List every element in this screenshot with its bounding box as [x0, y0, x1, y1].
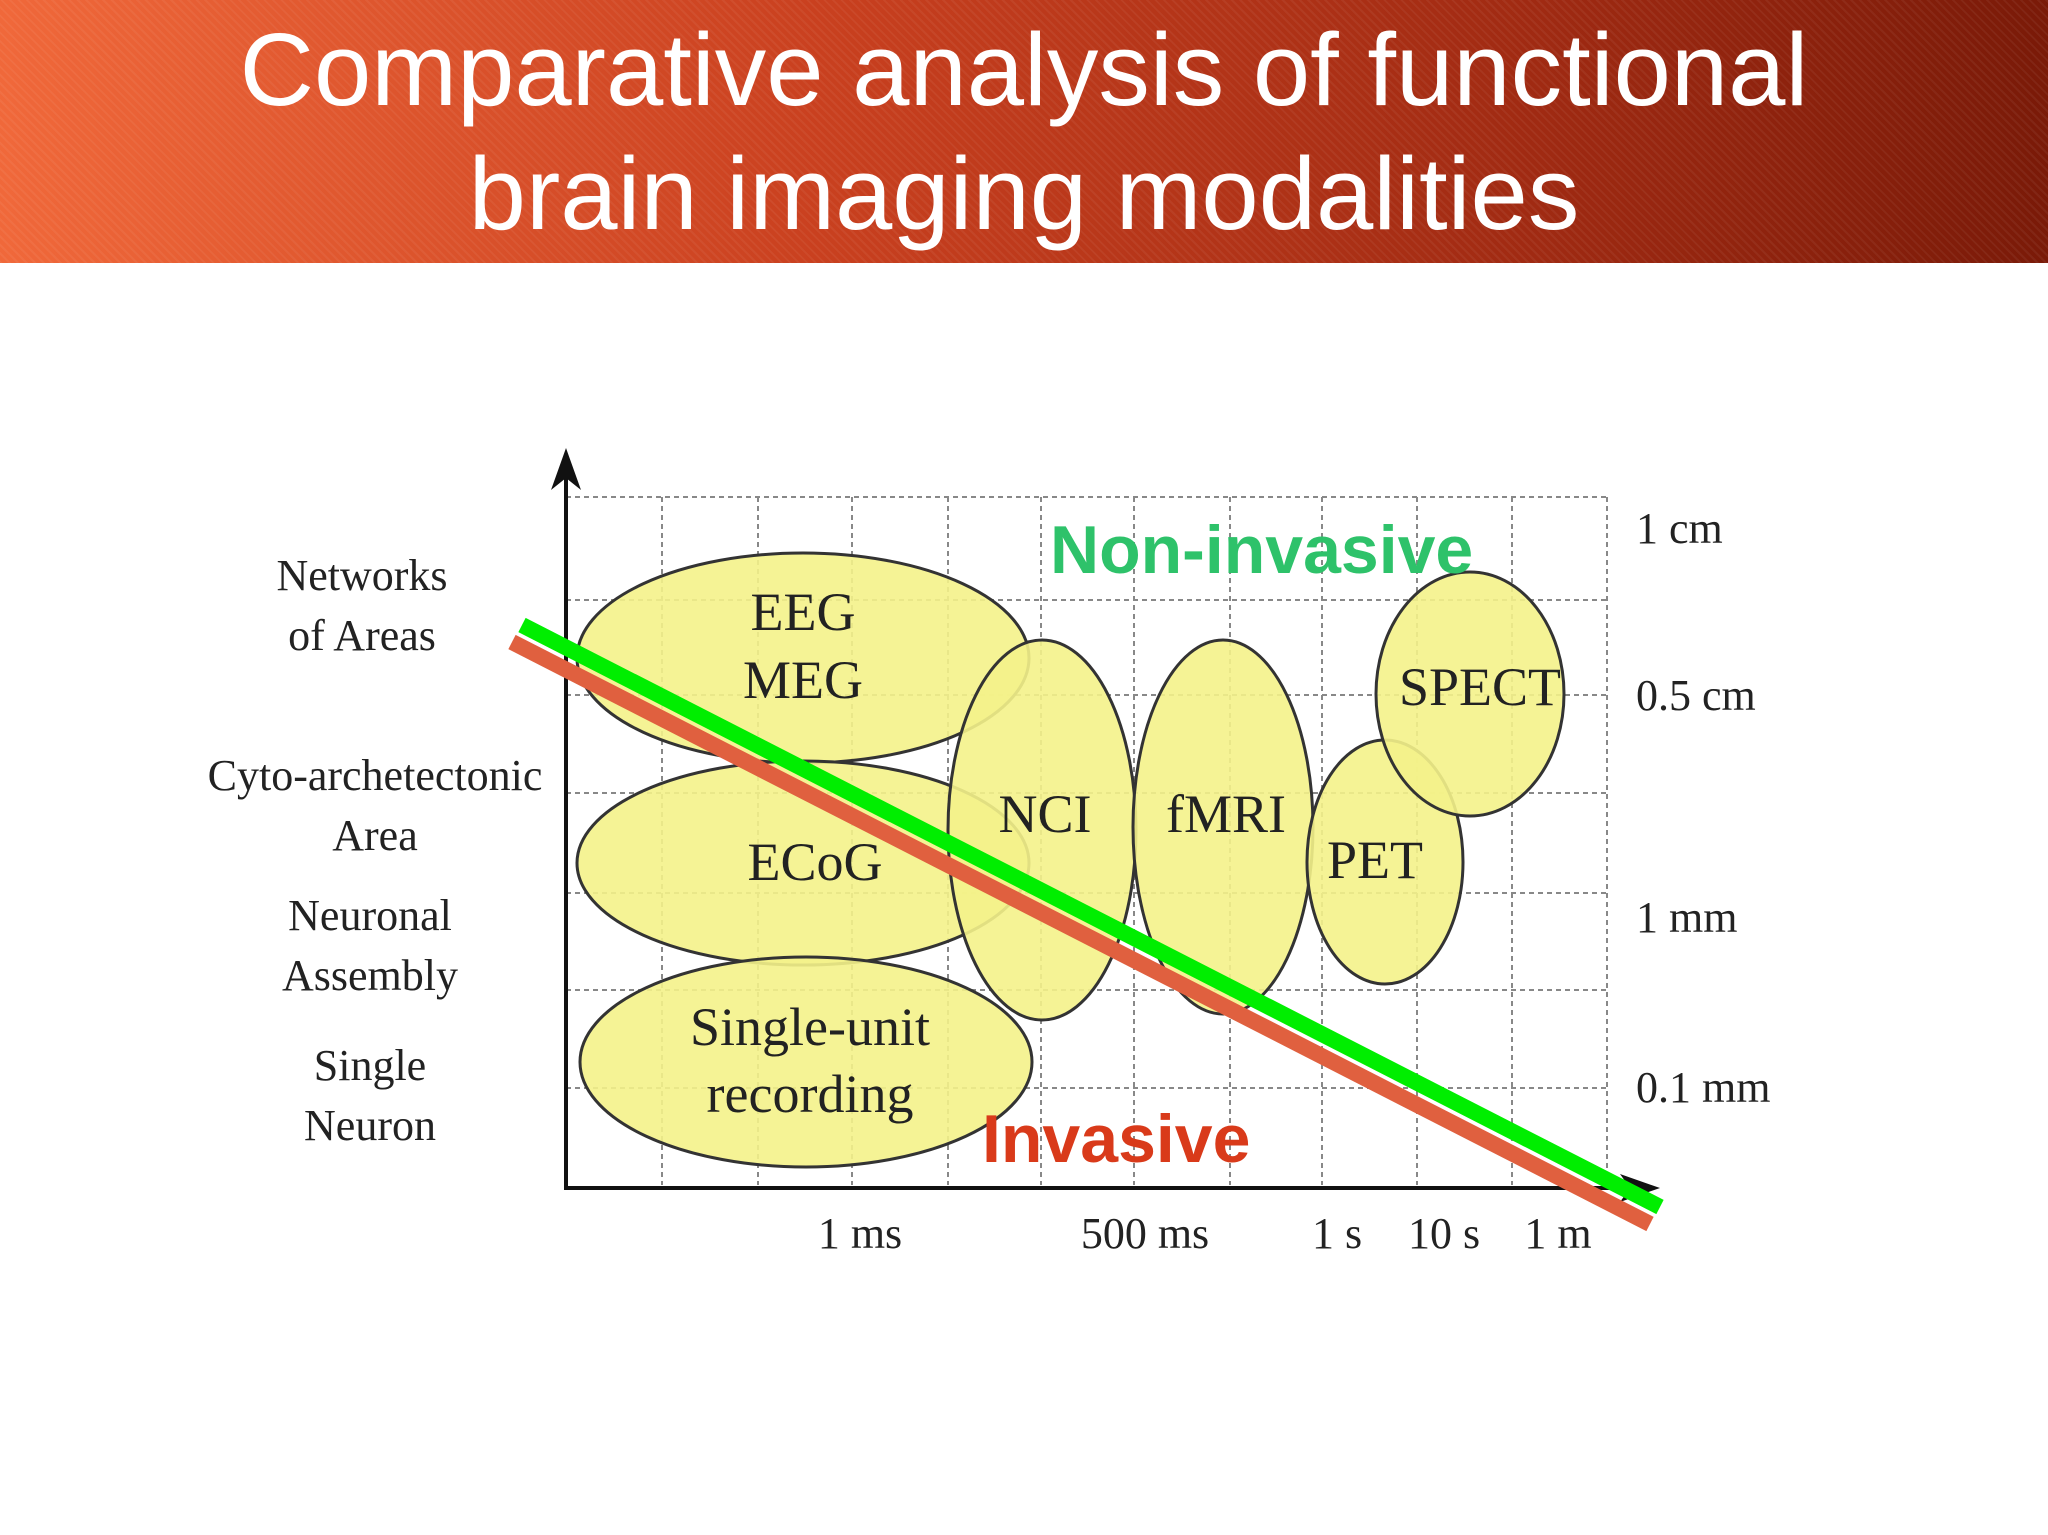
invasive-divider-red: [508, 634, 1654, 1232]
non-invasive-divider-green: [518, 617, 1664, 1215]
neuron-label: Neuron: [304, 1101, 436, 1150]
time-1s: 1 s: [1312, 1209, 1362, 1258]
scale-05cm: 0.5 cm: [1636, 671, 1756, 720]
recording-label: recording: [707, 1064, 914, 1124]
title-banner: [0, 0, 2048, 263]
slide-title: Comparative analysis of functional brain…: [0, 8, 2048, 256]
single-unit-ellipse: [578, 955, 1034, 1169]
scale-1mm: 1 mm: [1636, 893, 1737, 942]
single-label: Single: [314, 1041, 426, 1090]
area-label: Area: [332, 811, 418, 860]
nci-label: NCI: [999, 784, 1092, 844]
time-1m: 1 m: [1524, 1209, 1591, 1258]
invasive-label: Invasive: [982, 1101, 1250, 1177]
spect-label: SPECT: [1399, 657, 1561, 717]
time-1ms: 1 ms: [818, 1209, 902, 1258]
spect-ellipse: [1374, 570, 1566, 818]
assembly-label: Assembly: [282, 951, 458, 1000]
axes: [564, 460, 1630, 1190]
title-line-1: Comparative analysis of functional: [239, 12, 1809, 127]
ecog-label: ECoG: [748, 832, 883, 892]
single-unit-label: Single-unit: [690, 997, 930, 1057]
of-areas-label: of Areas: [288, 611, 436, 660]
y-axis-arrow: [551, 448, 581, 490]
fmri-label: fMRI: [1166, 784, 1286, 844]
pet-label: PET: [1327, 830, 1423, 890]
cyto-label: Cyto-archetectonic: [208, 751, 543, 800]
scale-1cm: 1 cm: [1636, 504, 1723, 553]
scale-01mm: 0.1 mm: [1636, 1063, 1770, 1112]
eeg-label: EEG: [751, 582, 856, 642]
neuronal-label: Neuronal: [288, 891, 452, 940]
meg-label: MEG: [743, 650, 863, 710]
modality-ellipses: [575, 551, 1566, 1169]
non-invasive-label: Non-invasive: [1050, 512, 1473, 588]
time-500ms: 500 ms: [1081, 1209, 1209, 1258]
title-line-2: brain imaging modalities: [468, 136, 1580, 251]
networks-label: Networks: [276, 551, 447, 600]
time-10s: 10 s: [1408, 1209, 1480, 1258]
